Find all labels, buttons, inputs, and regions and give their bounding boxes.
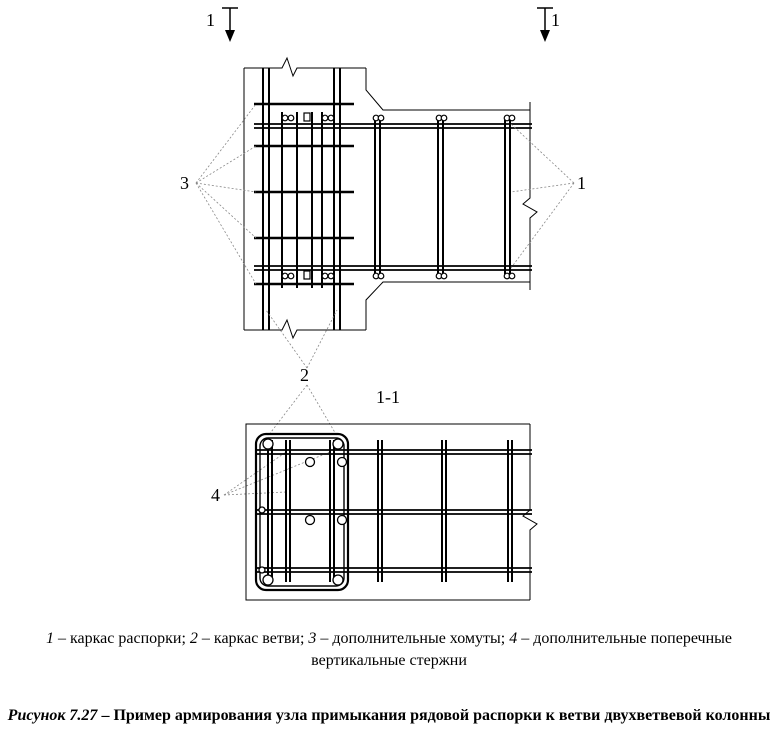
legend-text-4: – дополнительные поперечные вертикальные… bbox=[311, 630, 732, 669]
section-1-1 bbox=[245, 423, 538, 601]
section-mark-right: 1 bbox=[537, 7, 560, 42]
legend-num-3: 3 bbox=[308, 630, 317, 647]
callout-2: 2 bbox=[300, 365, 309, 385]
leader-lines bbox=[195, 103, 575, 496]
reinforcement-drawing: 1 1 bbox=[180, 7, 586, 601]
figure-caption: Рисунок 7.27 – Пример армирования узла п… bbox=[0, 705, 778, 727]
callout-4: 4 bbox=[211, 485, 220, 505]
section-mark-left: 1 bbox=[206, 7, 238, 42]
legend-text-3: – дополнительные хомуты; bbox=[316, 630, 510, 647]
section-mark-left-label: 1 bbox=[206, 10, 215, 30]
section-mark-right-label: 1 bbox=[551, 10, 560, 30]
caption-text: – Пример армирования узла примыкания ряд… bbox=[97, 707, 771, 724]
callout-3: 3 bbox=[180, 173, 189, 193]
figure-legend: 1 – каркас распорки; 2 – каркас ветви; 3… bbox=[0, 628, 778, 672]
caption-number: Рисунок 7.27 bbox=[7, 707, 98, 724]
legend-text-2: – каркас ветви; bbox=[197, 630, 309, 647]
section-title: 1-1 bbox=[376, 387, 400, 407]
callout-1: 1 bbox=[577, 173, 586, 193]
column-branch-elevation bbox=[243, 56, 538, 340]
legend-num-4: 4 bbox=[509, 630, 518, 647]
legend-num-1: 1 bbox=[46, 630, 54, 647]
legend-num-2: 2 bbox=[189, 630, 198, 647]
legend-text-1: – каркас распорки; bbox=[54, 630, 190, 647]
